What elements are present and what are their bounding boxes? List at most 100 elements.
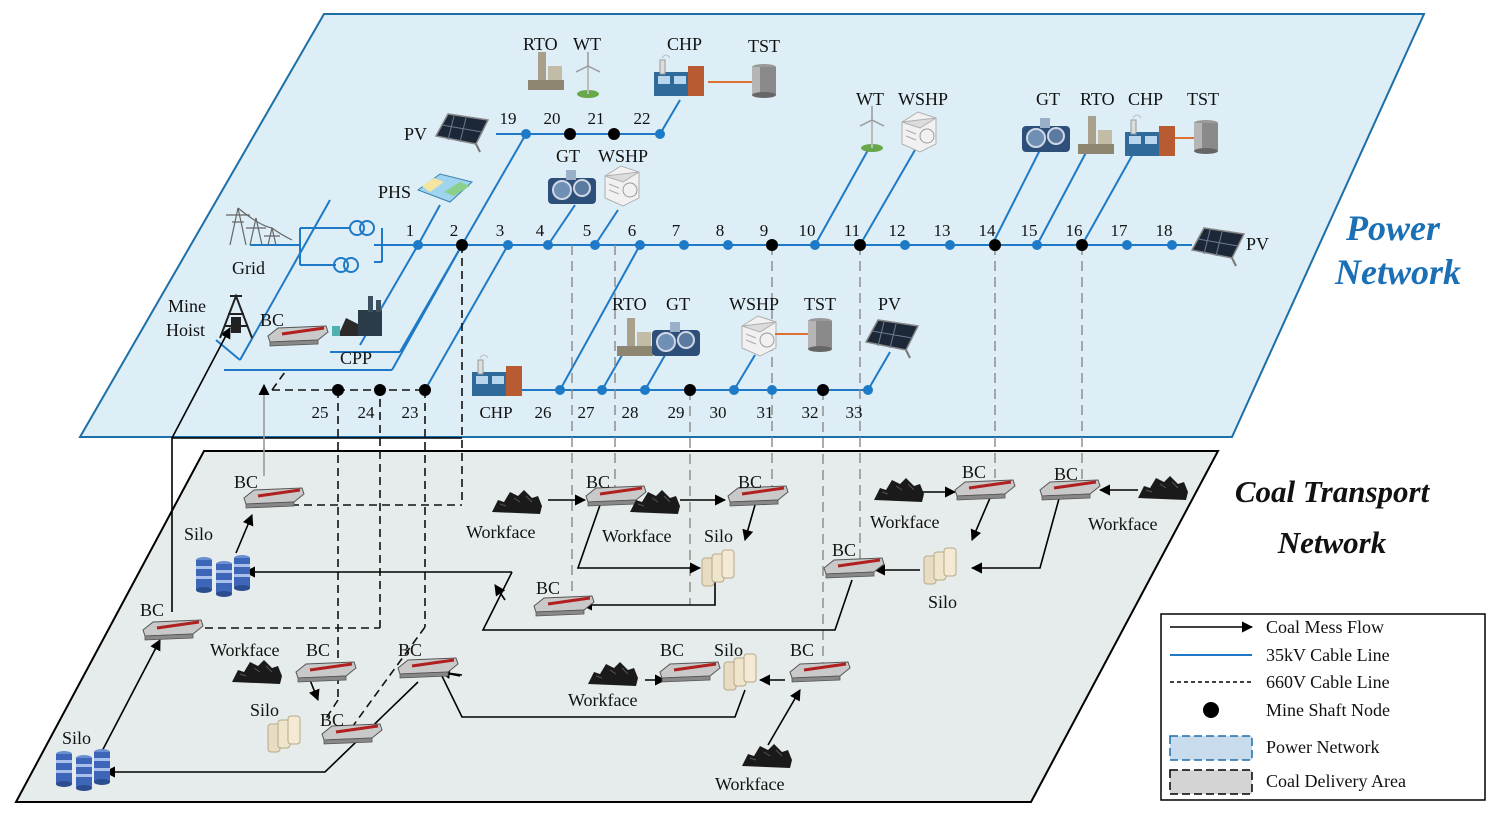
node-number-label: 21 xyxy=(588,109,605,128)
mine-shaft-node xyxy=(332,384,344,396)
bus-node xyxy=(655,129,665,139)
mine-shaft-node xyxy=(1076,239,1088,251)
wshp-label: WSHP xyxy=(898,89,948,109)
rto-label: RTO xyxy=(1080,89,1115,109)
node-number-label: 23 xyxy=(402,403,419,422)
mine-shaft-node xyxy=(817,384,829,396)
silo-label: Silo xyxy=(714,640,743,660)
coal-labels: BC Silo BC Silo Workface BC Silo BC BC W… xyxy=(62,462,1158,794)
tst-label: TST xyxy=(748,36,780,56)
node-number-label: 27 xyxy=(578,403,596,422)
coal-delivery-area-plane xyxy=(14,450,1220,803)
workface-label: Workface xyxy=(1088,514,1158,534)
node-number-label: 6 xyxy=(628,221,637,240)
bus-node xyxy=(900,240,910,250)
tst-icon xyxy=(1194,120,1218,154)
pv-label: PV xyxy=(1246,234,1269,254)
bus-node xyxy=(590,240,600,250)
cable-660v-lines xyxy=(166,245,463,731)
legend: Coal Mess Flow 35kV Cable Line 660V Cabl… xyxy=(1160,613,1486,801)
workface-label: Workface xyxy=(568,690,638,710)
workface-label: Workface xyxy=(210,640,280,660)
bc-label: BC xyxy=(738,472,762,492)
mine-hoist-label: Mine xyxy=(168,296,206,316)
node-number-label: 10 xyxy=(799,221,816,240)
bc-label: BC xyxy=(790,640,814,660)
bus-node xyxy=(413,240,423,250)
node-number-label: 3 xyxy=(496,221,505,240)
phs-label: PHS xyxy=(378,182,411,202)
bc-label: BC xyxy=(140,600,164,620)
gt-label: GT xyxy=(556,146,580,166)
node-number-label: 26 xyxy=(535,403,552,422)
bus-node xyxy=(1032,240,1042,250)
node-number-label: 11 xyxy=(844,221,860,240)
legend-coal-area: Coal Delivery Area xyxy=(1266,771,1406,791)
legend-power-network: Power Network xyxy=(1266,737,1379,757)
bus-node xyxy=(729,385,739,395)
bc-label: BC xyxy=(1054,464,1078,484)
bus-node xyxy=(1122,240,1132,250)
bus-node xyxy=(945,240,955,250)
cpp-icon xyxy=(332,296,382,336)
chp-label: CHP xyxy=(667,34,702,54)
node-number-label: 19 xyxy=(500,109,517,128)
node-number-label: 29 xyxy=(668,403,685,422)
silo-icon xyxy=(56,749,110,791)
bus-node xyxy=(555,385,565,395)
mine-hoist-label-2: Hoist xyxy=(166,320,205,340)
node-number-label: 13 xyxy=(934,221,951,240)
pv-label: PV xyxy=(878,294,901,314)
node-number-label: 32 xyxy=(802,403,819,422)
tst-icon xyxy=(752,64,776,98)
bus-node xyxy=(723,240,733,250)
node-number-label: 14 xyxy=(979,221,997,240)
node-number-label: 7 xyxy=(672,221,681,240)
legend-35kv: 35kV Cable Line xyxy=(1266,645,1390,665)
node-number-label: 22 xyxy=(634,109,651,128)
wshp-label: WSHP xyxy=(729,294,779,314)
bus-node xyxy=(597,385,607,395)
silo-label: Silo xyxy=(62,728,91,748)
node-number-label: 18 xyxy=(1156,221,1173,240)
node-number-label: 17 xyxy=(1111,221,1129,240)
bus-nodes xyxy=(332,128,1177,396)
phs-icon xyxy=(416,173,474,203)
cpp-label: CPP xyxy=(340,348,372,368)
gt-label: GT xyxy=(666,294,690,314)
silo-label: Silo xyxy=(250,700,279,720)
tst-label: TST xyxy=(804,294,836,314)
bus-node xyxy=(810,240,820,250)
workface-label: Workface xyxy=(715,774,785,794)
mine-shaft-node xyxy=(684,384,696,396)
mine-shaft-node xyxy=(989,239,1001,251)
bus-node xyxy=(635,240,645,250)
bc-label: BC xyxy=(536,578,560,598)
silo-icon xyxy=(196,555,250,597)
node-number-label: 20 xyxy=(544,109,561,128)
node-number-label: 1 xyxy=(406,221,415,240)
bus-node xyxy=(503,240,513,250)
bus-node xyxy=(1167,240,1177,250)
node-number-label: 4 xyxy=(536,221,545,240)
transformer-icon xyxy=(333,220,375,273)
bus-node xyxy=(679,240,689,250)
power-network-title: Power xyxy=(1345,208,1441,248)
pv-label: PV xyxy=(404,124,427,144)
bc-label: BC xyxy=(320,710,344,730)
legend-shaft-node: Mine Shaft Node xyxy=(1266,700,1390,720)
mine-shaft-node xyxy=(374,384,386,396)
node-number-label: 24 xyxy=(358,403,376,422)
power-network-title-2: Network xyxy=(1334,252,1461,292)
node-number-label: 5 xyxy=(583,221,592,240)
mine-shaft-node xyxy=(608,128,620,140)
mine-shaft-node xyxy=(766,239,778,251)
wt-label: WT xyxy=(856,89,884,109)
mine-shaft-node xyxy=(854,239,866,251)
bc-label: BC xyxy=(306,640,330,660)
bus-node xyxy=(521,129,531,139)
mine-shaft-node xyxy=(419,384,431,396)
bc-label: BC xyxy=(398,640,422,660)
device-labels: RTO WT CHP TST PV GT WSHP PHS WT WSHP GT… xyxy=(166,34,1269,368)
